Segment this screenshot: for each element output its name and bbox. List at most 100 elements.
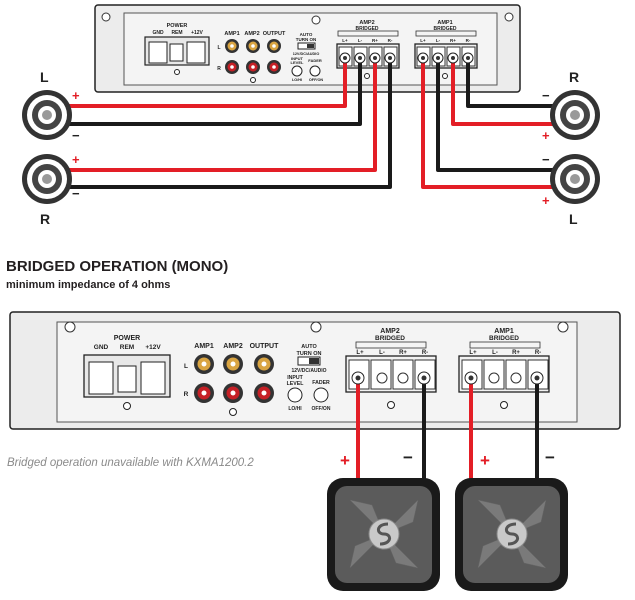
top-power-label: POWER xyxy=(167,23,188,29)
top-polarity-marks: + − + − − + − + xyxy=(72,88,550,208)
section-subtitle: minimum impedance of 4 ohms xyxy=(6,279,171,291)
section-title: BRIDGED OPERATION (MONO) xyxy=(6,258,229,275)
top-rca-jacks xyxy=(225,39,281,74)
sub2-minus-mark: − xyxy=(545,448,555,467)
top-lohi-label: LO/HI xyxy=(292,78,302,82)
top-amp1-pin-lminus: L- xyxy=(436,38,441,43)
bottom-amp1-pin-rplus: R+ xyxy=(512,350,520,356)
top-rca-l-label: L xyxy=(217,45,220,51)
top-amp2-pin-rminus: R- xyxy=(388,38,393,43)
bottom-amp1-label: AMP1 xyxy=(194,343,214,350)
bridged-unavailable-note: Bridged operation unavailable with KXMA1… xyxy=(7,457,254,469)
speaker-right-top xyxy=(550,90,600,140)
sub1-plus-mark: + xyxy=(340,451,350,470)
subwoofer-left xyxy=(327,478,440,591)
top-input-label: INPUT xyxy=(291,56,304,61)
top-amp2-pin-lminus: L- xyxy=(358,38,363,43)
top-terminal-screws xyxy=(339,52,474,64)
minus-mark-lt: − xyxy=(72,128,80,143)
bottom-level-label: LEVEL xyxy=(287,381,305,387)
wire-right-bottom-negative xyxy=(436,56,556,172)
top-amp1-bridged-label: BRIDGED xyxy=(433,26,456,32)
bottom-rca-r-label: R xyxy=(184,391,189,398)
plus-mark-rt: + xyxy=(542,128,550,143)
top-controls: AUTO TURN ON 12V/DC/AUDIO INPUT LEVEL FA… xyxy=(291,15,324,82)
speaker-left-top xyxy=(22,90,72,140)
subwoofer-right xyxy=(455,478,568,591)
bottom-power-terminal: POWER GND REM +12V xyxy=(83,335,171,410)
bottom-output-label: OUTPUT xyxy=(250,343,280,350)
top-fader-label: FADER xyxy=(308,58,322,63)
bottom-power-label: POWER xyxy=(114,335,140,342)
bottom-amp1-bridged-label: BRIDGED xyxy=(489,335,519,342)
sub2-plus-mark: + xyxy=(480,451,490,470)
speaker-left-bottom xyxy=(22,154,72,204)
bottom-turnon-label: TURN ON xyxy=(296,351,321,357)
top-amp1-pin-rplus: R+ xyxy=(450,38,456,43)
top-amp1-label: AMP1 xyxy=(224,31,239,37)
plus-mark-lt: + xyxy=(72,88,80,103)
sub1-minus-mark: − xyxy=(403,448,413,467)
bottom-amp2-group-label: AMP2 xyxy=(380,328,400,335)
speaker-right-bottom xyxy=(550,154,600,204)
plus-mark-lb: + xyxy=(72,152,80,167)
speaker-left-top-label: L xyxy=(40,69,49,85)
speaker-left-bottom-label: R xyxy=(40,211,50,227)
top-rem-label: REM xyxy=(171,30,182,36)
top-power-terminal: POWER GND REM +12V xyxy=(144,23,210,75)
wire-right-top-negative xyxy=(466,56,556,108)
bottom-amp1-pin-rminus: R- xyxy=(535,350,541,356)
bottom-input-label: INPUT xyxy=(287,375,303,381)
bottom-12vdc-label: 12V/DC/AUDIO xyxy=(291,368,326,374)
bottom-rca-l-label: L xyxy=(184,363,188,370)
bottom-12v-label: +12V xyxy=(145,344,161,351)
bottom-fader-label: FADER xyxy=(312,380,330,386)
speaker-right-top-label: R xyxy=(569,69,579,85)
top-rca-panel: AMP1 AMP2 OUTPUT L R xyxy=(217,31,286,83)
top-amp1-group-label: AMP1 xyxy=(437,20,452,26)
wire-left-bottom-positive xyxy=(66,56,377,172)
bottom-amp1-pin-lminus: L- xyxy=(492,350,498,356)
bottom-amp2-pin-rminus: R- xyxy=(422,350,428,356)
bottom-amp1-pin-lplus: L+ xyxy=(469,350,477,356)
bottom-amp2-label: AMP2 xyxy=(223,343,243,350)
wire-left-top-positive xyxy=(66,56,347,108)
bottom-wiring xyxy=(356,378,539,483)
top-gnd-label: GND xyxy=(152,30,164,36)
top-amp1-pin-lplus: L+ xyxy=(420,38,426,43)
top-wiring xyxy=(66,56,556,189)
bottom-amp2-pin-lplus: L+ xyxy=(356,350,364,356)
bottom-amp2-bridged-label: BRIDGED xyxy=(375,335,405,342)
wire-right-top-positive xyxy=(451,56,556,126)
bottom-terminal-screws xyxy=(351,371,544,385)
bottom-amp2-pin-rplus: R+ xyxy=(399,350,407,356)
top-12vdc-label: 12V/DC/AUDIO xyxy=(293,52,320,56)
minus-mark-rt: − xyxy=(542,88,550,103)
bottom-rem-label: REM xyxy=(120,344,134,351)
bottom-rca-panel: AMP1 AMP2 OUTPUT L R xyxy=(184,343,279,416)
bottom-amplifier: POWER GND REM +12V AMP1 AMP2 OUTPUT L R xyxy=(9,311,621,430)
bottom-rca-jacks xyxy=(194,354,274,403)
wire-left-top-negative xyxy=(66,56,362,126)
bottom-polarity-marks: + − + − xyxy=(340,448,555,470)
minus-mark-rb: − xyxy=(542,152,550,167)
top-12v-label: +12V xyxy=(191,30,203,36)
top-amplifier: POWER GND REM +12V AMP1 AMP2 OUTPUT L R xyxy=(94,4,521,93)
top-auto-label: AUTO xyxy=(300,32,313,37)
wire-left-bottom-negative xyxy=(66,56,392,189)
top-offon-label: OFF/ON xyxy=(309,78,324,82)
bottom-offon-label: OFF/ON xyxy=(312,406,331,412)
top-rca-r-label: R xyxy=(217,66,221,72)
minus-mark-lb: − xyxy=(72,186,80,201)
top-amp1-pin-rminus: R- xyxy=(466,38,471,43)
top-amp2-label: AMP2 xyxy=(244,31,259,37)
top-amp2-pin-lplus: L+ xyxy=(342,38,348,43)
bottom-gnd-label: GND xyxy=(94,344,109,351)
speaker-right-bottom-label: L xyxy=(569,211,578,227)
wire-right-bottom-positive xyxy=(421,56,556,189)
top-amp2-pin-rplus: R+ xyxy=(372,38,378,43)
top-output-label: OUTPUT xyxy=(263,31,286,37)
bottom-amp1-group-label: AMP1 xyxy=(494,328,514,335)
top-turnon-label: TURN ON xyxy=(296,37,317,42)
